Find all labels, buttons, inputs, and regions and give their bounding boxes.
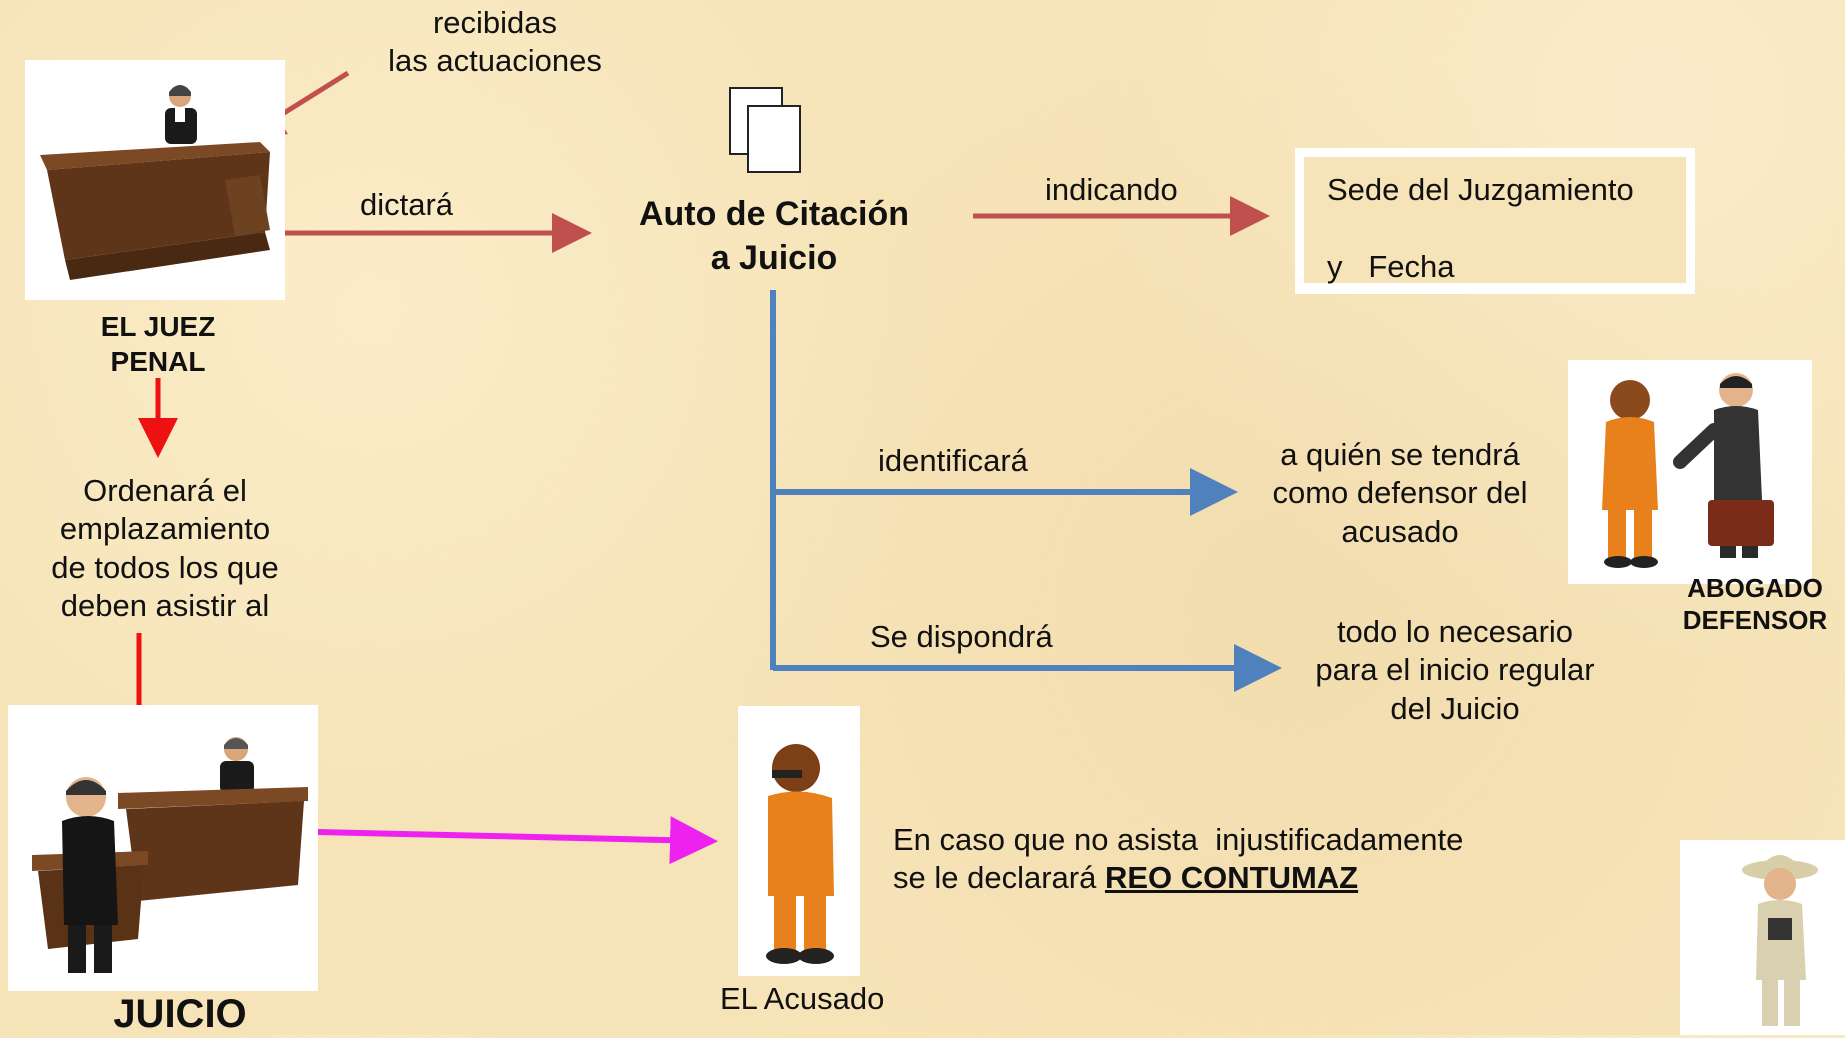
document-copies-icon: [729, 87, 801, 173]
courtroom-image: [8, 705, 318, 991]
juez-line1: EL JUEZ: [100, 311, 216, 342]
label-las-actuaciones: las actuaciones: [388, 43, 602, 78]
label-fecha: y Fecha: [1327, 249, 1455, 284]
label-acusado: EL Acusado: [720, 981, 885, 1016]
sede-box: [1295, 148, 1695, 294]
necesario-line3: del Juicio: [1390, 691, 1520, 726]
necesario-line2: para el inicio regular: [1315, 652, 1595, 687]
label-indicando: indicando: [1045, 172, 1178, 207]
label-identificara: identificará: [878, 443, 1028, 478]
judge-image: [25, 60, 285, 300]
abogado-line1: ABOGADO: [1687, 573, 1823, 603]
reo-contumaz: REO CONTUMAZ: [1104, 860, 1359, 895]
prisoner-and-lawyer-illustration: [1602, 373, 1774, 568]
prisoner-illustration: [766, 744, 834, 964]
necesario-line1: todo lo necesario: [1336, 614, 1574, 649]
ordenara-line3: de todos los que: [51, 550, 279, 585]
label-dictara: dictará: [360, 187, 454, 222]
label-dispondra: Se dispondrá: [870, 619, 1053, 654]
label-recibidas: recibidas: [432, 5, 558, 40]
caso-line2-prefix: se le declarará: [893, 860, 1105, 895]
caso-line2: se le declarará REO CONTUMAZ: [893, 859, 1358, 897]
defensor-line1: a quién se tendrá: [1280, 437, 1520, 472]
auto-title-line1: Auto de Citación: [638, 195, 910, 233]
defensor-line3: acusado: [1341, 514, 1459, 549]
auto-title-line2: a Juicio: [710, 239, 838, 277]
explorer-illustration: [1742, 855, 1818, 1026]
ordenara-line4: deben asistir al: [60, 588, 270, 623]
label-sede: Sede del Juzgamiento: [1327, 172, 1634, 207]
label-juicio: JUICIO: [113, 992, 247, 1036]
defensor-line2: como defensor del: [1272, 475, 1528, 510]
courtroom-illustration: [32, 737, 308, 973]
ordenara-line2: emplazamiento: [59, 511, 271, 546]
prisoner-lawyer-image: [1568, 360, 1812, 584]
ordenara-line1: Ordenará el: [83, 473, 247, 508]
abogado-line2: DEFENSOR: [1682, 605, 1828, 635]
judge-at-desk-illustration: [40, 85, 270, 280]
prisoner-image: [738, 706, 860, 976]
caso-line1: En caso que no asista injustificadamente: [893, 822, 1464, 857]
arrow-juicio-acusado: [317, 816, 718, 865]
juez-line2: PENAL: [110, 346, 206, 377]
explorer-image: [1680, 840, 1845, 1035]
